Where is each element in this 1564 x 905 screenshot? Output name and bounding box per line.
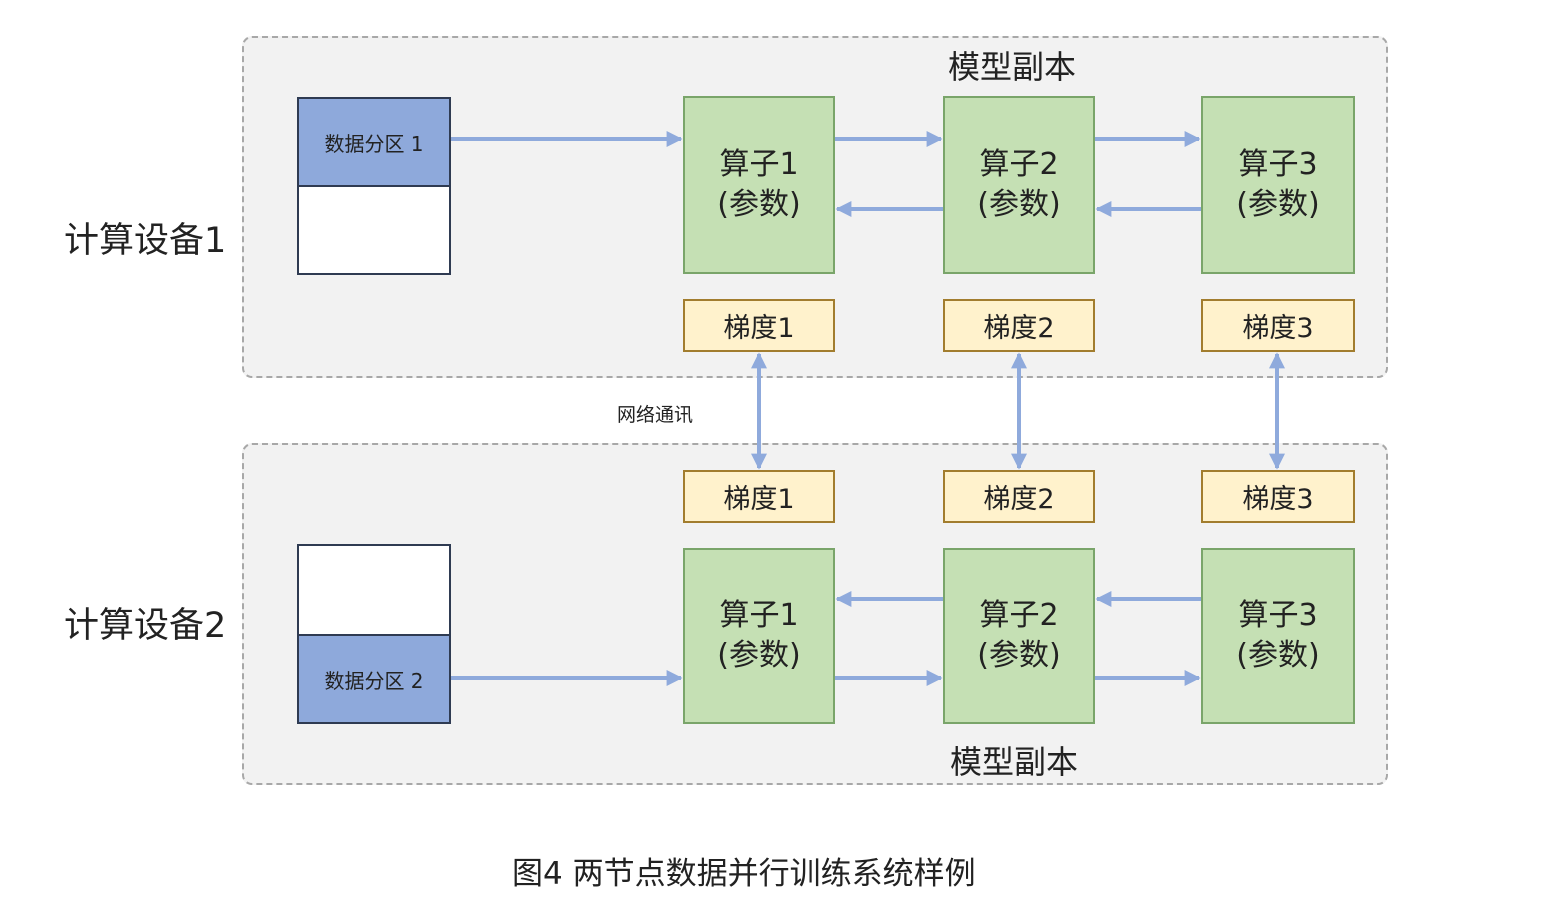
device2-operator-1: 算子1 (参数): [683, 548, 835, 724]
device1-label: 计算设备1: [64, 221, 227, 261]
device2-operator-2: 算子2 (参数): [943, 548, 1095, 724]
device1-gradient-1: 梯度1: [683, 299, 835, 352]
operator-name: 算子1: [719, 147, 799, 182]
operator-params: (参数): [1236, 638, 1320, 673]
device1-operator-2: 算子2 (参数): [943, 96, 1095, 274]
device1-operator-3: 算子3 (参数): [1201, 96, 1355, 274]
device2-gradient-3: 梯度3: [1201, 470, 1355, 523]
operator-name: 算子3: [1238, 147, 1318, 182]
operator-name: 算子3: [1238, 598, 1318, 633]
data-partition-1-empty: [297, 185, 451, 275]
operator-params: (参数): [717, 638, 801, 673]
operator-params: (参数): [1236, 187, 1320, 222]
data-partition-2-label: 数据分区 2: [324, 668, 424, 693]
data-partition-2: 数据分区 2: [297, 634, 451, 724]
network-communication-label: 网络通讯: [617, 404, 694, 426]
device1-gradient-2: 梯度2: [943, 299, 1095, 352]
device2-gradient-2: 梯度2: [943, 470, 1095, 523]
operator-params: (参数): [977, 187, 1061, 222]
operator-name: 算子1: [719, 598, 799, 633]
model-replica-label-device2: 模型副本: [950, 743, 1079, 781]
operator-name: 算子2: [979, 147, 1059, 182]
data-partition-1-label: 数据分区 1: [324, 131, 424, 156]
device2-gradient-1: 梯度1: [683, 470, 835, 523]
data-partition-1: 数据分区 1: [297, 97, 451, 187]
device1-gradient-3: 梯度3: [1201, 299, 1355, 352]
device2-operator-3: 算子3 (参数): [1201, 548, 1355, 724]
device1-operator-1: 算子1 (参数): [683, 96, 835, 274]
operator-name: 算子2: [979, 598, 1059, 633]
device2-label: 计算设备2: [64, 606, 227, 646]
figure-caption: 图4 两节点数据并行训练系统样例: [512, 856, 976, 892]
model-replica-label-device1: 模型副本: [948, 48, 1077, 86]
operator-params: (参数): [717, 187, 801, 222]
operator-params: (参数): [977, 638, 1061, 673]
